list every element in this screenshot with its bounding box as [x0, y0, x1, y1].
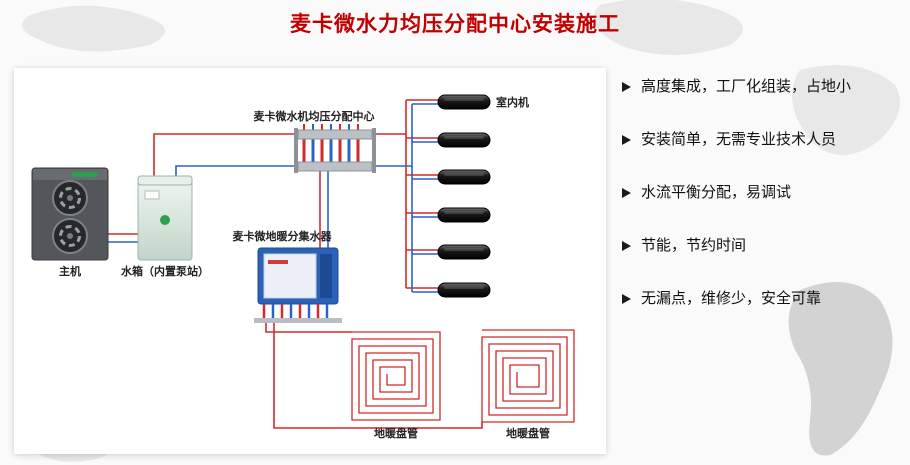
- feature-item: 节能，节约时间: [622, 235, 906, 257]
- floor-coil-left: [351, 331, 441, 421]
- hot-pipe: [273, 323, 483, 429]
- system-diagram: 主机 水箱（内置泵站） 麦卡微水机均压分配中心 室内机 麦卡微地暖分集水器 地暖…: [31, 94, 575, 440]
- feature-text: 无漏点，维修少，安全可靠: [641, 290, 822, 307]
- brand-logo: [160, 215, 170, 225]
- cold-pipe: [175, 165, 298, 176]
- indoor-unit: [437, 207, 491, 223]
- pipes: [108, 99, 483, 429]
- feature-text: 安装简单，无需专业技术人员: [641, 131, 837, 148]
- label-coil-left: 地暖盘管: [374, 426, 418, 440]
- water-tank: [137, 175, 193, 261]
- diagram-panel: 主机 水箱（内置泵站） 麦卡微水机均压分配中心 室内机 麦卡微地暖分集水器 地暖…: [14, 68, 606, 454]
- label-coil-right: 地暖盘管: [506, 426, 550, 440]
- tank-display: [144, 190, 160, 200]
- feature-item: 水流平衡分配，易调试: [622, 182, 906, 204]
- hot-pipe: [265, 323, 352, 333]
- arrowhead-right-icon: [622, 135, 631, 145]
- indoor-unit: [437, 282, 491, 298]
- feature-text: 水流平衡分配，易调试: [641, 184, 792, 201]
- floor-coils: [351, 329, 575, 423]
- hot-pipe: [153, 133, 298, 176]
- floor-coil-right: [481, 329, 575, 423]
- label-indoor-unit: 室内机: [496, 95, 529, 109]
- diagram-labels: 主机 水箱（内置泵站） 麦卡微水机均压分配中心 室内机 麦卡微地暖分集水器 地暖…: [59, 95, 550, 440]
- indoor-unit: [437, 169, 491, 185]
- label-floor-manifold: 麦卡微地暖分集水器: [233, 229, 333, 243]
- page-title: 麦卡微水力均压分配中心安装施工: [290, 13, 620, 36]
- brand-logo: [72, 172, 98, 177]
- arrowhead-right-icon: [622, 188, 631, 198]
- label-distribution-center: 麦卡微水机均压分配中心: [254, 109, 375, 123]
- feature-list: 高度集成，工厂化组装，占地小 安装简单，无需专业技术人员 水流平衡分配，易调试 …: [622, 76, 906, 341]
- indoor-unit: [437, 244, 491, 260]
- arrowhead-right-icon: [622, 241, 631, 251]
- feature-text: 节能，节约时间: [641, 237, 747, 254]
- label-main-unit: 主机: [59, 264, 81, 278]
- feature-item: 高度集成，工厂化组装，占地小: [622, 76, 906, 98]
- arrowhead-right-icon: [622, 82, 631, 92]
- fan-icon: [52, 180, 88, 216]
- indoor-units: [437, 94, 491, 298]
- indoor-unit: [437, 94, 491, 110]
- outdoor-unit: [31, 167, 109, 261]
- indoor-unit: [437, 132, 491, 148]
- label-water-tank: 水箱（内置泵站）: [121, 264, 209, 278]
- fan-icon: [52, 218, 88, 254]
- floor-heating-manifold: [254, 247, 342, 323]
- distribution-manifold: [294, 124, 376, 173]
- feature-item: 安装简单，无需专业技术人员: [622, 129, 906, 151]
- feature-item: 无漏点，维修少，安全可靠: [622, 288, 906, 310]
- arrowhead-right-icon: [622, 294, 631, 304]
- feature-text: 高度集成，工厂化组装，占地小: [641, 78, 852, 95]
